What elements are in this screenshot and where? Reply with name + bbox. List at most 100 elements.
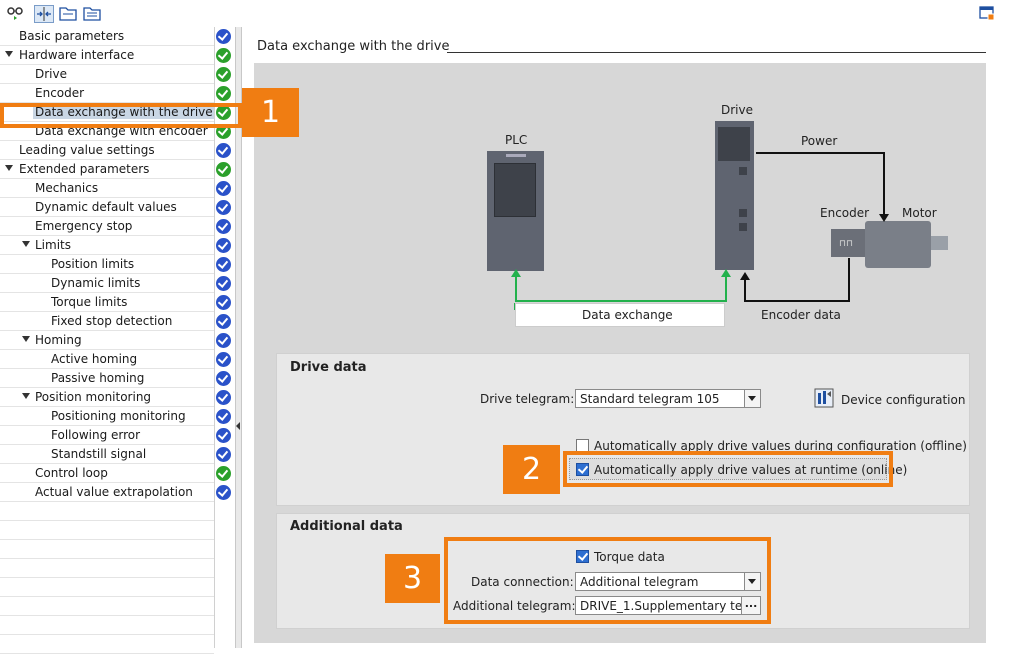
window-icon[interactable] (978, 5, 996, 21)
tree-item[interactable]: Basic parameters (0, 27, 214, 46)
tree-item-label: Positioning monitoring (51, 409, 186, 423)
tree-item[interactable]: Fixed stop detection (0, 312, 214, 331)
glasses-icon[interactable] (6, 5, 24, 21)
check-ok-icon (216, 105, 231, 120)
check-info-icon (216, 333, 231, 348)
tree-item[interactable]: Mechanics (0, 179, 214, 198)
diagram-lines (511, 152, 889, 310)
tree-item-label: Hardware interface (19, 48, 135, 62)
tree-item[interactable]: Torque limits (0, 293, 214, 312)
tree-item[interactable]: Drive (0, 65, 214, 84)
tree-item-label: Control loop (35, 466, 108, 480)
tree-item[interactable]: Dynamic limits (0, 274, 214, 293)
expand-arrow-icon[interactable] (5, 51, 13, 57)
expand-arrow-icon[interactable] (22, 241, 30, 247)
panel-splitter[interactable] (235, 27, 242, 648)
tree-item[interactable]: Extended parameters (0, 160, 214, 179)
tree-item-label: Fixed stop detection (51, 314, 173, 328)
chevron-down-icon[interactable] (744, 573, 760, 590)
tree-item[interactable]: Position limits (0, 255, 214, 274)
drive-telegram-label: Drive telegram: (480, 392, 575, 406)
torque-data-checkbox[interactable] (576, 550, 589, 563)
tree-item[interactable]: Following error (0, 426, 214, 445)
check-info-icon (216, 485, 231, 500)
check-ok-icon (216, 48, 231, 63)
check-info-icon (216, 143, 231, 158)
data-connection-label: Data connection: (471, 575, 574, 589)
tree-item[interactable]: Dynamic default values (0, 198, 214, 217)
tree-item-label: Emergency stop (35, 219, 133, 233)
device-config-icon[interactable] (814, 388, 834, 408)
plc-screen (494, 163, 536, 217)
tree-item[interactable]: Homing (0, 331, 214, 350)
plc-device (487, 151, 544, 271)
check-info-icon (216, 428, 231, 443)
check-info-icon (216, 447, 231, 462)
folder-icon[interactable] (59, 5, 77, 21)
tree-item-label: Data exchange with the drive (33, 105, 215, 119)
additional-telegram-label: Additional telegram: (453, 599, 576, 613)
drive-telegram-value: Standard telegram 105 (580, 392, 720, 406)
auto-online-row (569, 458, 887, 480)
auto-online-checkbox[interactable] (576, 463, 589, 476)
tree-empty-row (0, 540, 214, 559)
check-ok-icon (216, 86, 231, 101)
collapse-arrow-icon[interactable] (236, 422, 240, 430)
tree-item[interactable]: Actual value extrapolation (0, 483, 214, 502)
tree-empty-row (0, 559, 214, 578)
tree-item[interactable]: Position monitoring (0, 388, 214, 407)
motor-shaft (931, 236, 948, 250)
tree-empty-row (0, 521, 214, 540)
tree-item[interactable]: Emergency stop (0, 217, 214, 236)
expand-arrow-icon[interactable] (22, 336, 30, 342)
callout-2: 2 (503, 445, 560, 494)
tree-item[interactable]: Data exchange with the drive (0, 103, 215, 122)
browse-button[interactable]: ... (741, 597, 760, 614)
tree-item-label: Encoder (35, 86, 85, 100)
tree-empty-row (0, 502, 214, 521)
tree-item[interactable]: Encoder (0, 84, 214, 103)
tree-item-label: Dynamic limits (51, 276, 141, 290)
tree-item[interactable]: Passive homing (0, 369, 214, 388)
tree-item[interactable]: Hardware interface (0, 46, 214, 65)
tree-item-label: Homing (35, 333, 82, 347)
plc-label: PLC (505, 133, 528, 147)
highlight-box-1 (0, 103, 242, 128)
tree-item-label: Limits (35, 238, 71, 252)
check-info-icon (216, 314, 231, 329)
check-info-icon (216, 352, 231, 367)
chevron-down-icon[interactable] (744, 390, 760, 407)
tree-item[interactable]: Leading value settings (0, 141, 214, 160)
check-info-icon (216, 238, 231, 253)
device-config-link[interactable]: Device configuration (841, 393, 966, 407)
check-ok-icon (216, 67, 231, 82)
folder-tree-icon[interactable] (83, 5, 101, 21)
data-exchange-label: Data exchange (582, 308, 673, 322)
expand-arrow-icon[interactable] (22, 393, 30, 399)
compare-icon[interactable] (34, 5, 54, 23)
tree-empty-row (0, 616, 214, 635)
check-info-icon (216, 409, 231, 424)
tree-item[interactable]: Limits (0, 236, 214, 255)
data-connection-value: Additional telegram (580, 575, 699, 589)
tree-item-label: Position limits (51, 257, 135, 271)
tree-item[interactable]: Active homing (0, 350, 214, 369)
tree-empty-row (0, 578, 214, 597)
check-info-icon (216, 276, 231, 291)
data-connection-select[interactable]: Additional telegram (575, 572, 761, 591)
drive-display (718, 127, 750, 161)
check-ok-icon (216, 162, 231, 177)
tree-item[interactable]: Control loop (0, 464, 214, 483)
tree-item-label: Extended parameters (19, 162, 150, 176)
tree-item[interactable]: Positioning monitoring (0, 407, 214, 426)
expand-arrow-icon[interactable] (5, 165, 13, 171)
encoder-label: Encoder (820, 206, 870, 220)
drive-telegram-select[interactable]: Standard telegram 105 (575, 389, 761, 408)
additional-telegram-field[interactable]: DRIVE_1.Supplementary telegr ... (575, 596, 761, 615)
drive-label: Drive (721, 103, 753, 117)
tree-item[interactable]: Standstill signal (0, 445, 214, 464)
tree-item-label: Mechanics (35, 181, 99, 195)
tree-item-label: Actual value extrapolation (35, 485, 193, 499)
plc-leds (506, 154, 526, 157)
